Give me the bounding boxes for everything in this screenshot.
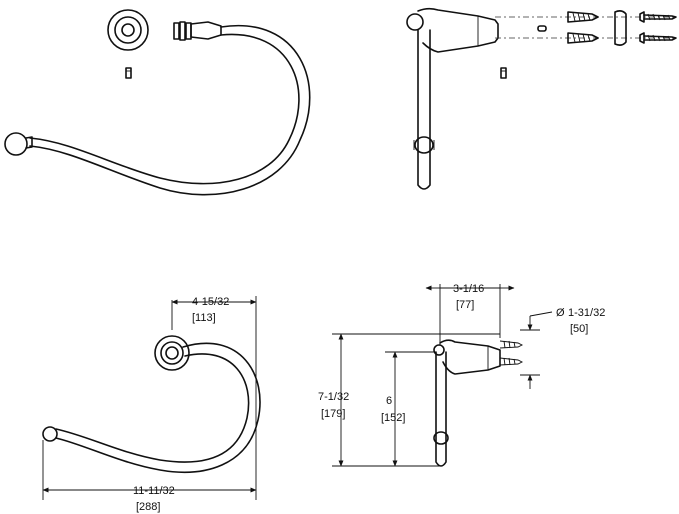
flange-front-small bbox=[154, 335, 190, 371]
ring-projection-metric: [113] bbox=[192, 312, 216, 324]
side-depth-fraction: 3-1/16 bbox=[453, 283, 484, 295]
mount-height-metric: [152] bbox=[381, 412, 405, 424]
side-profile bbox=[433, 339, 524, 467]
dim-ring-width: 11-11/32 [288] bbox=[42, 485, 257, 513]
dimensioned-front-view: 4-15/32 [113] 11-11/32 [288] bbox=[42, 296, 261, 513]
exploded-side-view bbox=[406, 7, 677, 190]
set-screw-side bbox=[500, 67, 507, 79]
flange-diameter-symbol: Ø bbox=[556, 307, 565, 319]
wood-screws bbox=[639, 11, 677, 44]
screw-centerlines bbox=[495, 16, 675, 39]
mounting-bracket-side bbox=[406, 7, 499, 53]
ext-lines-front bbox=[42, 296, 257, 500]
exploded-front-view bbox=[4, 9, 311, 196]
wall-flange-front bbox=[107, 9, 149, 51]
flange-diameter-fraction: 1-31/32 bbox=[568, 307, 605, 319]
set-screw bbox=[125, 67, 132, 79]
ring-loop bbox=[42, 342, 261, 473]
ring-loop-exploded bbox=[4, 24, 311, 196]
ring-width-metric: [288] bbox=[136, 501, 160, 513]
ring-projection-fraction: 4-15/32 bbox=[192, 296, 229, 308]
dim-overall-height: 7-1/32 [179] bbox=[318, 333, 349, 467]
wall-flange-side bbox=[614, 10, 627, 46]
dim-side-depth: 3-1/16 [77] bbox=[425, 283, 515, 311]
ring-connector bbox=[173, 21, 222, 41]
wall-anchors bbox=[567, 11, 599, 44]
mounting-slot bbox=[537, 25, 547, 32]
dimensioned-side-view: 3-1/16 [77] Ø 1-31/32 [50] 7-1/32 [179] … bbox=[318, 283, 605, 467]
mount-height-fraction: 6 bbox=[386, 395, 392, 407]
overall-height-fraction: 7-1/32 bbox=[318, 391, 349, 403]
dim-ring-projection: 4-15/32 [113] bbox=[171, 296, 257, 324]
dim-mount-height: 6 [152] bbox=[381, 351, 405, 467]
flange-diameter-metric: [50] bbox=[570, 323, 588, 335]
overall-height-metric: [179] bbox=[321, 408, 345, 420]
ring-side-profile bbox=[413, 29, 435, 190]
ring-width-fraction: 11-11/32 bbox=[133, 485, 175, 497]
side-depth-metric: [77] bbox=[456, 299, 474, 311]
dim-flange-diameter: Ø 1-31/32 [50] bbox=[527, 307, 605, 389]
